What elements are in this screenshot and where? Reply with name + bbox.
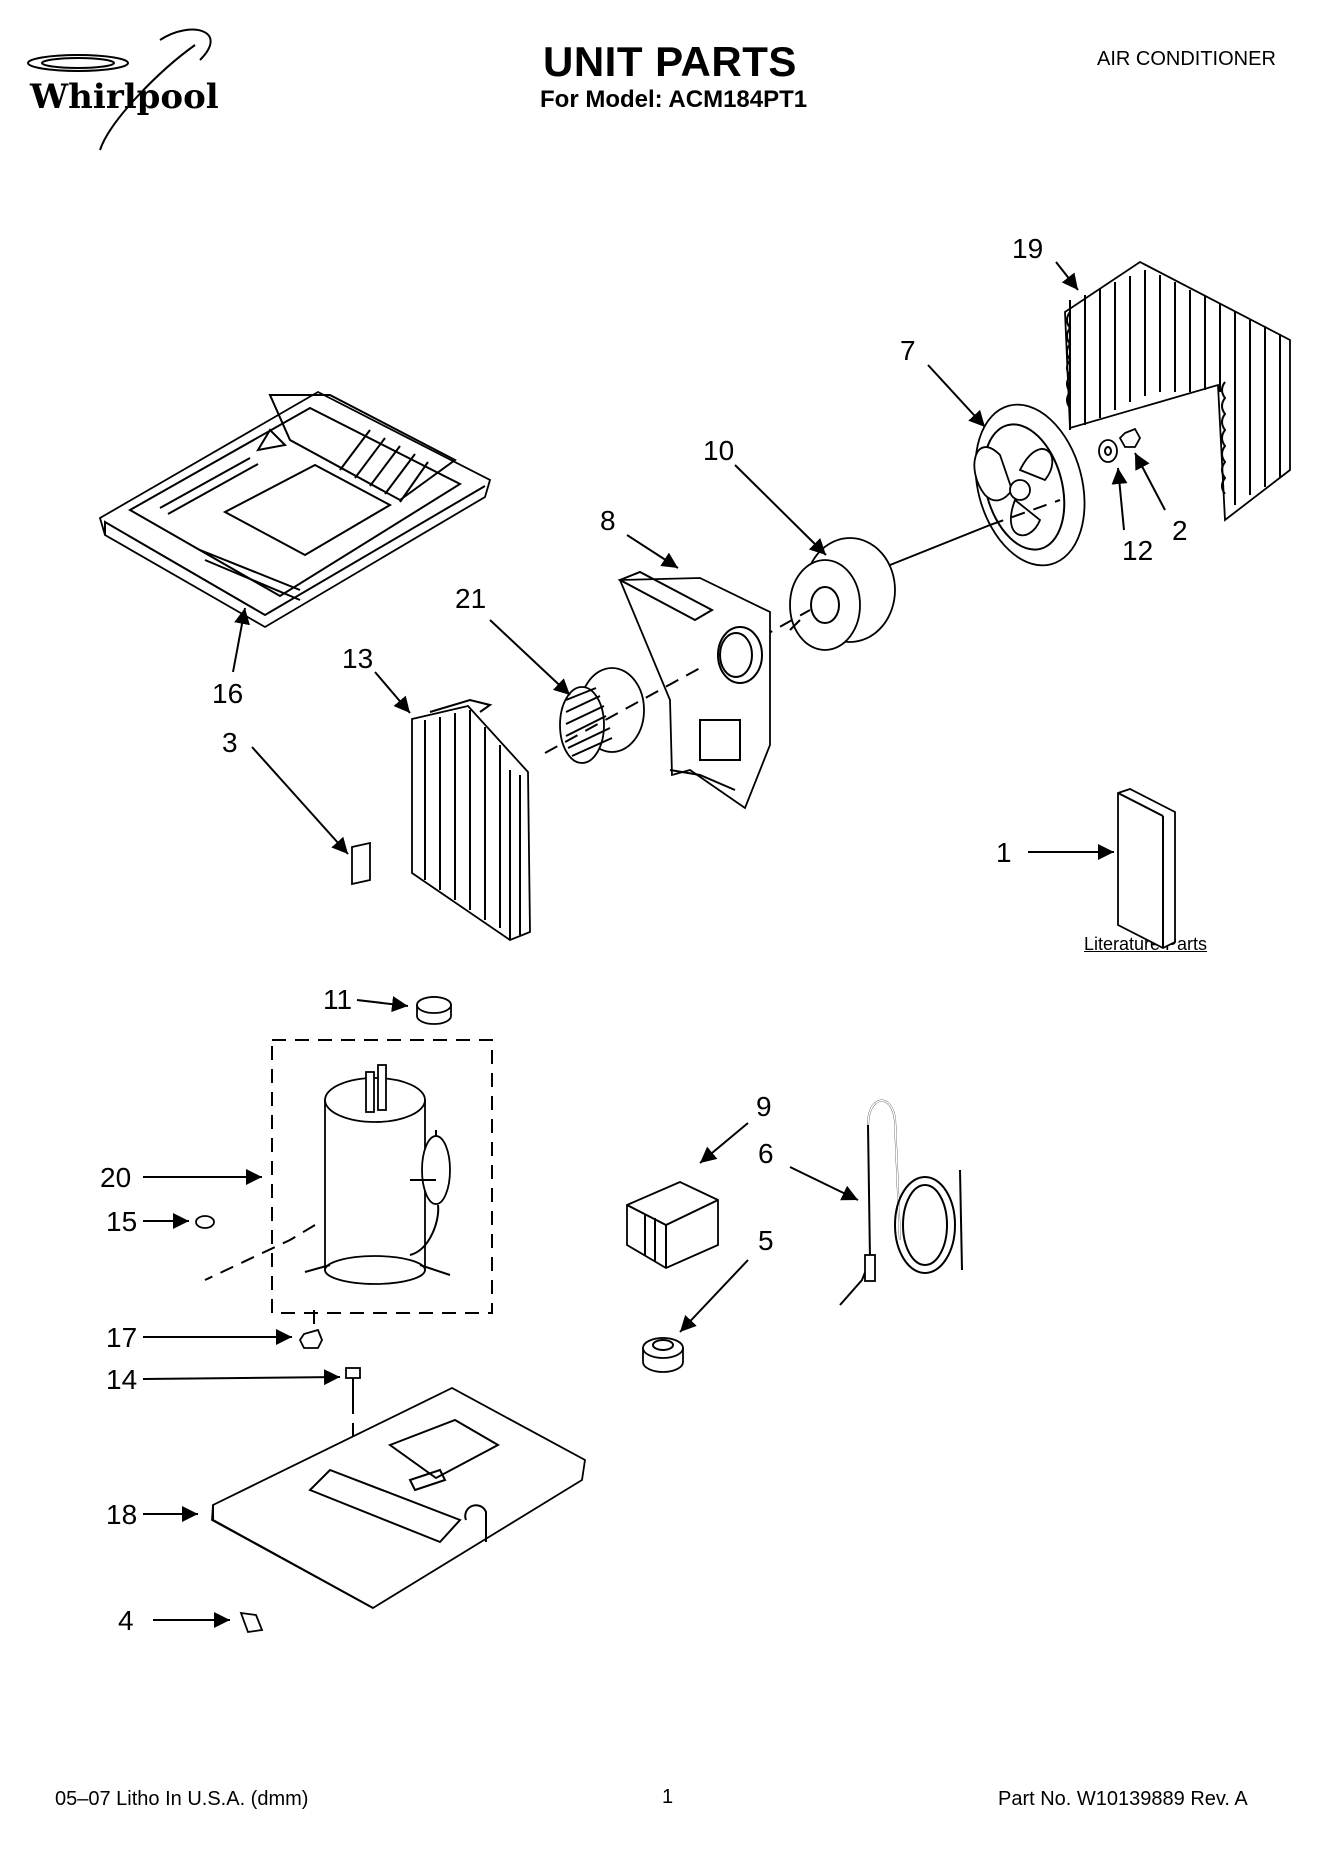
callout-8: 8 (600, 505, 616, 536)
part-14-screw (345, 1367, 361, 1530)
part-5-grommet (642, 1337, 684, 1373)
part-2-nut (1118, 427, 1142, 448)
part-10-fan-motor (759, 537, 896, 651)
callout-9: 9 (756, 1091, 772, 1122)
callout-4: 4 (118, 1605, 134, 1636)
callout-12: 12 (1122, 535, 1153, 566)
part-16-top-panel (98, 390, 492, 629)
part-9-terminal-cover (626, 1181, 719, 1270)
callout-16: 16 (212, 678, 243, 709)
part-number: Part No. W10139889 Rev. A (998, 1788, 1248, 1810)
part-1-literature (1117, 788, 1176, 950)
whirlpool-logo: Whirlpool (27, 28, 219, 151)
part-20-compressor-group (271, 1039, 493, 1314)
callout-10: 10 (703, 435, 734, 466)
product-category: AIR CONDITIONER (1097, 48, 1276, 70)
literature-parts-label: Literature Parts (1084, 934, 1208, 954)
part-21-blower-wheel (544, 667, 701, 764)
part-6-sensor (839, 1099, 963, 1306)
brand-wordmark: Whirlpool (29, 77, 219, 117)
callout-leaders (142, 261, 1166, 1628)
callout-7: 7 (900, 335, 916, 366)
callout-1: 1 (996, 837, 1012, 868)
part-3-bracket (351, 841, 371, 886)
callout-20: 20 (100, 1162, 131, 1193)
page-title: UNIT PARTS (543, 38, 797, 85)
part-11-grommet (416, 996, 452, 1025)
callout-numbers: 19 7 10 8 21 13 3 16 12 2 1 11 20 15 17 … (100, 233, 1188, 1636)
callout-14: 14 (106, 1364, 137, 1395)
callout-19: 19 (1012, 233, 1043, 264)
part-8-blower-housing (617, 570, 771, 810)
part-15-grommet (195, 1215, 215, 1229)
part-7-fan-blade (973, 403, 1086, 567)
callout-11: 11 (323, 984, 352, 1015)
callout-3: 3 (222, 727, 238, 758)
page-number: 1 (662, 1786, 674, 1808)
part-17-nut (298, 1328, 323, 1349)
part-13-evaporator-coil (411, 698, 531, 942)
callout-17: 17 (106, 1322, 137, 1353)
part-4-clip (239, 1611, 264, 1633)
part-19-condenser-coil (1064, 260, 1291, 522)
callout-21: 21 (455, 583, 486, 614)
callout-13: 13 (342, 643, 373, 674)
footer-litho: 05–07 Litho In U.S.A. (dmm) (55, 1788, 309, 1810)
callout-5: 5 (758, 1225, 774, 1256)
callout-18: 18 (106, 1499, 137, 1530)
compressor-body (304, 1064, 451, 1285)
callout-2: 2 (1172, 515, 1188, 546)
model-subtitle: For Model: ACM184PT1 (540, 86, 808, 113)
callout-6: 6 (758, 1138, 774, 1169)
part-18-base-pan (211, 1386, 586, 1610)
callout-15: 15 (106, 1206, 137, 1237)
part-12-washer (1098, 439, 1118, 463)
